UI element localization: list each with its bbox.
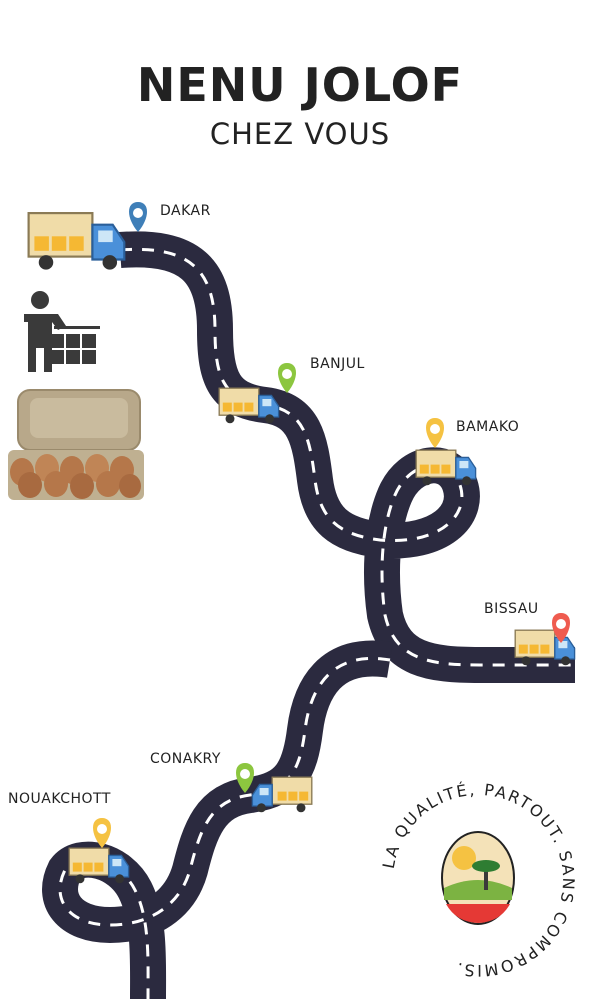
city-label-banjul: BANJUL — [310, 356, 365, 372]
truck-dakar — [27, 212, 126, 271]
pin-banjul-icon — [278, 363, 296, 393]
egg-logo-icon — [441, 831, 515, 925]
city-label-nouakchott: NOUAKCHOTT — [8, 791, 111, 807]
city-label-bissau: BISSAU — [484, 601, 539, 617]
quality-badge: LA QUALITÉ, PARTOUT. SANS COMPROMIS. — [379, 780, 576, 980]
page-subtitle: CHEZ VOUS — [209, 117, 391, 151]
warehouse-worker-icon — [24, 291, 100, 372]
city-label-dakar: DAKAR — [160, 203, 211, 219]
pin-bamako-icon — [426, 418, 444, 448]
egg-carton-icon — [8, 389, 144, 500]
road — [42, 231, 575, 999]
page-title: NENU JOLOF — [136, 58, 464, 112]
city-label-bamako: BAMAKO — [456, 419, 520, 435]
city-label-conakry: CONAKRY — [150, 751, 221, 767]
pin-dakar-icon — [129, 202, 147, 232]
